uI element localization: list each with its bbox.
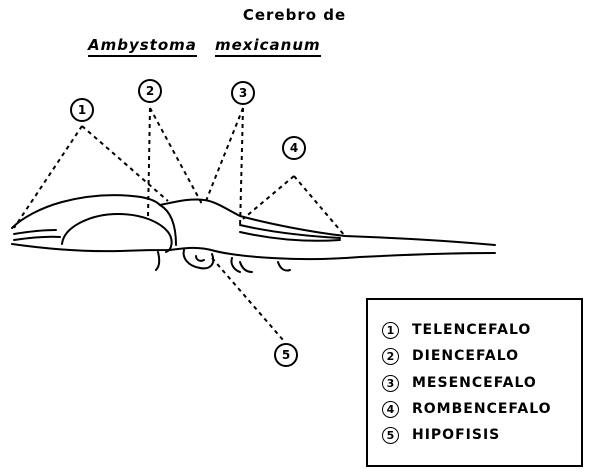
brain-ventral-outline <box>12 244 495 259</box>
leader-line-3 <box>206 108 243 228</box>
callout-5: 5 <box>275 344 297 366</box>
cranial-nerve <box>156 252 159 270</box>
legend-box: 1 TELENCEFALO 2 DIENCEFALO 3 MESENCEFALO… <box>366 298 583 467</box>
legend-number-3: 3 <box>382 375 399 392</box>
callout-5-number: 5 <box>282 348 290 362</box>
cranial-nerve <box>240 262 252 272</box>
callout-3-number: 3 <box>239 86 247 100</box>
leader-line-1 <box>14 126 168 228</box>
legend-item-rombencefalo: 4 ROMBENCEFALO <box>382 399 552 419</box>
legend-item-diencefalo: 2 DIENCEFALO <box>382 346 519 366</box>
olfactory-line <box>14 230 56 234</box>
callout-2-number: 2 <box>146 84 154 98</box>
mesencephalon-tectum <box>160 205 176 245</box>
legend-label-4: ROMBENCEFALO <box>412 401 552 417</box>
legend-number-2: 2 <box>382 348 399 365</box>
legend-label-5: HIPOFISIS <box>412 427 500 443</box>
legend-label-3: MESENCEFALO <box>412 375 537 391</box>
legend-number-1: 1 <box>382 322 399 339</box>
callout-2: 2 <box>139 80 161 102</box>
leader-line-4 <box>243 176 345 236</box>
legend-number-4: 4 <box>382 401 399 418</box>
callout-4: 4 <box>283 137 305 159</box>
infundibulum <box>196 256 204 261</box>
legend-item-hipofisis: 5 HIPOFISIS <box>382 425 500 445</box>
callout-1: 1 <box>71 99 93 121</box>
legend-number-5: 5 <box>382 427 399 444</box>
leader-line-2 <box>148 108 202 217</box>
callout-3: 3 <box>232 82 254 104</box>
callout-1-number: 1 <box>78 103 86 117</box>
legend-item-telencefalo: 1 TELENCEFALO <box>382 320 531 340</box>
legend-item-mesencefalo: 3 MESENCEFALO <box>382 373 537 393</box>
telencephalon-hemisphere <box>62 214 172 252</box>
olfactory-line-2 <box>14 237 60 240</box>
legend-label-2: DIENCEFALO <box>412 348 519 364</box>
cranial-nerve <box>278 262 290 271</box>
cranial-nerve <box>231 258 240 272</box>
callout-4-number: 4 <box>290 141 298 155</box>
legend-label-1: TELENCEFALO <box>412 322 531 338</box>
